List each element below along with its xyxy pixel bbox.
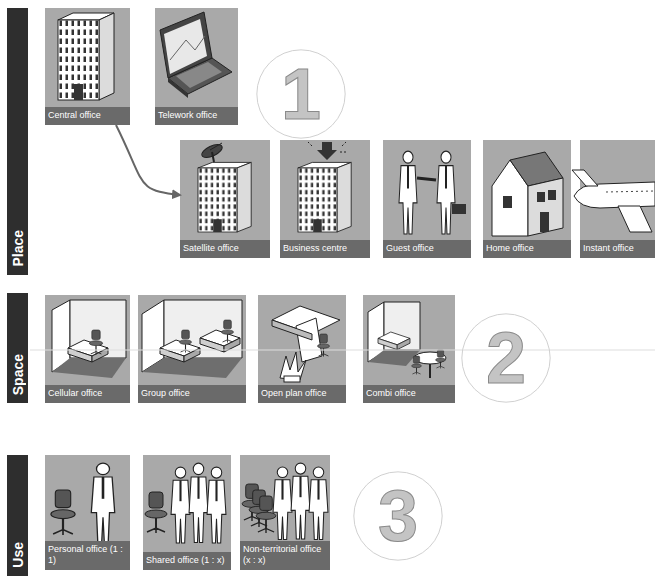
office-tile: Instant office xyxy=(580,140,655,258)
scan-line xyxy=(30,350,655,351)
handshake-icon xyxy=(399,151,466,234)
house-icon xyxy=(492,152,563,236)
step-circle: 1 xyxy=(255,48,347,140)
building-icon xyxy=(58,13,114,100)
tile-caption: Open plan office xyxy=(258,385,346,403)
tile-caption: Satellite office xyxy=(180,240,270,258)
tile-caption: Home office xyxy=(483,240,571,258)
curved-arrow xyxy=(116,125,180,195)
combi-room-icon xyxy=(368,302,446,378)
tile-caption: Personal office (1 : 1) xyxy=(45,541,130,570)
office-tile: Business centre xyxy=(280,140,370,258)
step-circle: 2 xyxy=(460,312,552,404)
tile-grounds xyxy=(45,8,655,570)
office-tile: Home office xyxy=(483,140,571,258)
tile-caption: Non-territorial office (x : x) xyxy=(240,541,330,570)
tile-caption: Business centre xyxy=(280,240,370,258)
office-tile: Non-territorial office (x : x) xyxy=(240,455,330,570)
tile-caption: Group office xyxy=(138,385,246,403)
office-tile: Satellite office xyxy=(180,140,270,258)
office-tile: Guest office xyxy=(383,140,471,258)
callout-number: 3 xyxy=(378,480,418,552)
laptop-icon xyxy=(160,12,232,98)
satellite-building-icon xyxy=(198,142,251,232)
airplane-icon xyxy=(572,170,655,232)
non-territorial-use-icon xyxy=(242,463,328,539)
group-room-icon xyxy=(142,300,242,378)
tile-caption: Cellular office xyxy=(45,385,130,403)
tile-caption: Shared office (1 : x) xyxy=(143,552,231,570)
callout-number: 1 xyxy=(281,58,321,130)
cellular-room-icon xyxy=(52,300,126,378)
tile-caption: Telework office xyxy=(155,107,238,125)
office-tile: Group office xyxy=(138,295,246,403)
tile-caption: Instant office xyxy=(580,240,655,258)
section-label: Space xyxy=(10,354,26,395)
office-tile: Open plan office xyxy=(258,295,346,403)
shared-use-icon xyxy=(145,463,226,543)
callout-number: 2 xyxy=(486,322,526,394)
office-tile: Shared office (1 : x) xyxy=(143,455,231,570)
section-band: Space xyxy=(7,293,28,403)
step-circle: 3 xyxy=(352,470,444,562)
office-tile: Telework office xyxy=(155,8,238,125)
section-band: Use xyxy=(7,455,28,576)
open-plan-icon xyxy=(272,306,340,382)
office-tile: Combi office xyxy=(363,295,455,403)
section-band: Place xyxy=(7,8,28,275)
tile-caption: Central office xyxy=(45,107,130,125)
section-label: Place xyxy=(10,230,26,267)
office-tile: Personal office (1 : 1) xyxy=(45,455,130,570)
tile-caption: Combi office xyxy=(363,385,455,403)
section-label: Use xyxy=(10,542,26,568)
office-tile: Central office xyxy=(45,8,130,125)
business-building-icon xyxy=(298,142,351,232)
tile-caption: Guest office xyxy=(383,240,471,258)
personal-use-icon xyxy=(51,463,115,542)
office-tile: Cellular office xyxy=(45,295,130,403)
